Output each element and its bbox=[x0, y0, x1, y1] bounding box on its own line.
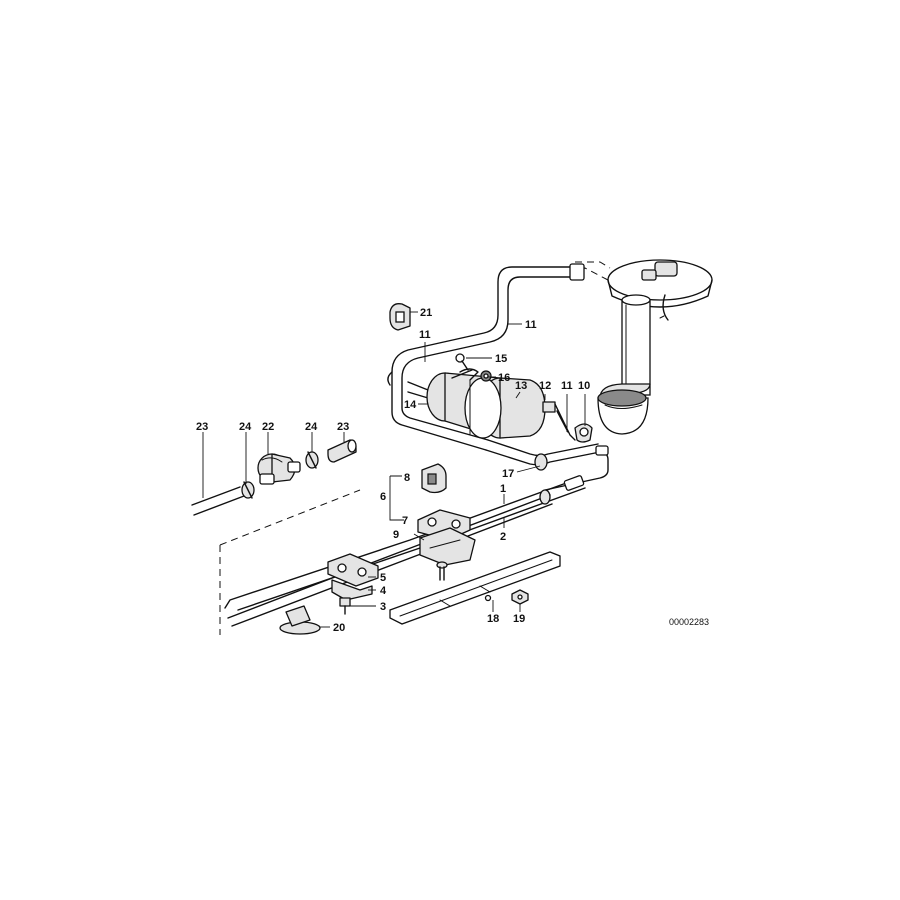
callout-6: 6 bbox=[380, 491, 386, 503]
callout-11-top: 11 bbox=[525, 319, 537, 331]
fuel-line-2 bbox=[227, 489, 553, 627]
callout-7: 7 bbox=[402, 515, 408, 527]
bolt-center bbox=[436, 561, 448, 581]
nut-19 bbox=[511, 589, 529, 605]
holder-5 bbox=[327, 553, 379, 587]
clip-21 bbox=[389, 303, 411, 331]
bolt-15 bbox=[455, 353, 469, 371]
callout-8: 8 bbox=[404, 472, 410, 484]
callout-24-left: 24 bbox=[239, 421, 252, 433]
rubber-grommet-8 bbox=[421, 463, 447, 494]
callout-21: 21 bbox=[420, 307, 432, 319]
callout-23-left: 23 bbox=[196, 421, 208, 433]
fuel-line-11 bbox=[387, 263, 585, 451]
nut-16 bbox=[480, 370, 492, 382]
pressure-damper-22 bbox=[257, 453, 301, 485]
leader-lines bbox=[202, 311, 586, 628]
callout-18: 18 bbox=[487, 613, 499, 625]
drawing-reference-number: 00002283 bbox=[669, 617, 709, 627]
fuel-pump-sender-unit bbox=[574, 259, 713, 435]
callout-3: 3 bbox=[380, 601, 386, 613]
callout-15: 15 bbox=[495, 353, 507, 365]
clip-4 bbox=[331, 579, 373, 601]
callout-5: 5 bbox=[380, 572, 386, 584]
callout-19: 19 bbox=[513, 613, 525, 625]
callout-11-right: 11 bbox=[561, 380, 573, 392]
callout-9: 9 bbox=[393, 529, 399, 541]
fuel-line-23-left bbox=[191, 486, 245, 516]
bracket-9 bbox=[419, 527, 476, 566]
callout-10: 10 bbox=[578, 380, 590, 392]
callout-13: 13 bbox=[515, 380, 527, 392]
underbody-cover-18 bbox=[389, 551, 561, 625]
callout-14: 14 bbox=[404, 399, 417, 411]
bolt-3 bbox=[339, 597, 351, 615]
callout-17: 17 bbox=[502, 468, 514, 480]
cable-tie-20 bbox=[279, 605, 321, 635]
callout-11-left: 11 bbox=[419, 329, 431, 341]
callout-24-right: 24 bbox=[305, 421, 318, 433]
callout-1: 1 bbox=[500, 483, 506, 495]
callout-23-right: 23 bbox=[337, 421, 349, 433]
boundary-dashed bbox=[219, 489, 361, 635]
fuel-line-1 bbox=[224, 475, 586, 611]
hose-clamp-24-right bbox=[305, 451, 319, 469]
callout-2: 2 bbox=[500, 531, 506, 543]
callout-16: 16 bbox=[498, 372, 510, 384]
callout-labels: 21 11 11 15 16 14 13 12 11 10 17 1 2 8 6… bbox=[196, 307, 590, 634]
fuel-filter bbox=[426, 368, 556, 439]
hose-23-right bbox=[327, 439, 357, 463]
hose-clamp-10 bbox=[554, 403, 593, 443]
callout-22: 22 bbox=[262, 421, 274, 433]
hose-clamp-24-left bbox=[241, 481, 255, 499]
callout-4: 4 bbox=[380, 585, 387, 597]
callout-20: 20 bbox=[333, 622, 345, 634]
fuel-line-17 bbox=[485, 439, 609, 491]
callout-12: 12 bbox=[539, 380, 551, 392]
